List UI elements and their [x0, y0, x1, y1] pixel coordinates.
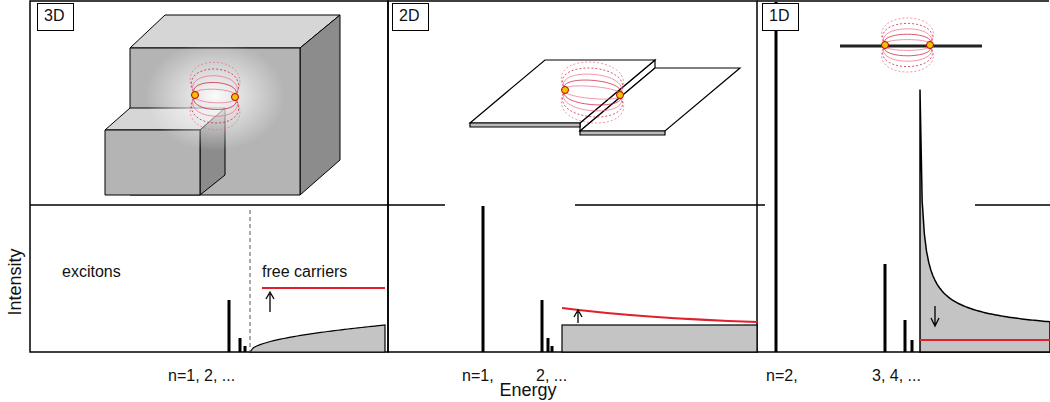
field-line [194, 82, 237, 97]
bulk-cubes [105, 15, 340, 195]
field-lines [190, 18, 933, 130]
field-line [883, 29, 931, 45]
axis-title: Energy [499, 380, 556, 400]
state-index: n=1, [462, 366, 494, 386]
field-line [194, 95, 237, 110]
field-line [565, 90, 621, 99]
field-line [190, 62, 240, 97]
field-line [882, 45, 934, 72]
charge-dot [927, 42, 934, 49]
field-line [193, 95, 238, 116]
region-label: free carriers [262, 262, 347, 282]
state-index: n=2, [766, 366, 798, 386]
charge-dot [617, 92, 624, 99]
field-line [885, 45, 930, 50]
field-line [884, 45, 931, 56]
field-line [191, 95, 238, 123]
spectrum-3d [229, 210, 385, 352]
panel-label-box: 1D [762, 3, 799, 31]
field-line [564, 80, 621, 95]
spectrum-1d [776, 2, 1050, 352]
state-index: n=1, 2, ... [168, 366, 235, 386]
quantum-wire [840, 45, 982, 48]
field-line [190, 95, 240, 130]
panel-label: 2D [399, 6, 422, 26]
region-label: excitons [62, 262, 121, 282]
field-line [883, 23, 933, 45]
charge-dot [232, 94, 239, 101]
charge-dot [882, 42, 889, 49]
state-index: 3, 4, ... [872, 366, 921, 386]
field-line [561, 90, 623, 123]
charge-dot [192, 92, 199, 99]
field-line [562, 90, 622, 117]
charge-dot [562, 87, 569, 94]
panel-label: 3D [44, 6, 67, 26]
panel-label: 1D [769, 6, 792, 26]
field-line [195, 95, 236, 103]
field-line [565, 86, 621, 95]
field-line [564, 90, 621, 105]
field-line [885, 40, 930, 45]
panel-dividers [30, 204, 1050, 206]
axis-title: Intensity [5, 248, 25, 315]
field-line [561, 62, 623, 95]
spectrum-2d [483, 206, 757, 352]
field-line [884, 34, 931, 45]
field-line [193, 76, 238, 97]
field-line [882, 18, 934, 45]
field-line [563, 90, 621, 111]
field-line [563, 74, 621, 95]
field-line [195, 89, 236, 97]
field-line [883, 45, 933, 67]
panel-label-box: 2D [392, 3, 429, 31]
field-line [883, 45, 931, 61]
quantum-well-plates [470, 60, 740, 135]
panel-frames [30, 1, 1050, 352]
panel-label-box: 3D [37, 3, 74, 31]
field-line [191, 69, 238, 97]
field-line [562, 68, 622, 95]
